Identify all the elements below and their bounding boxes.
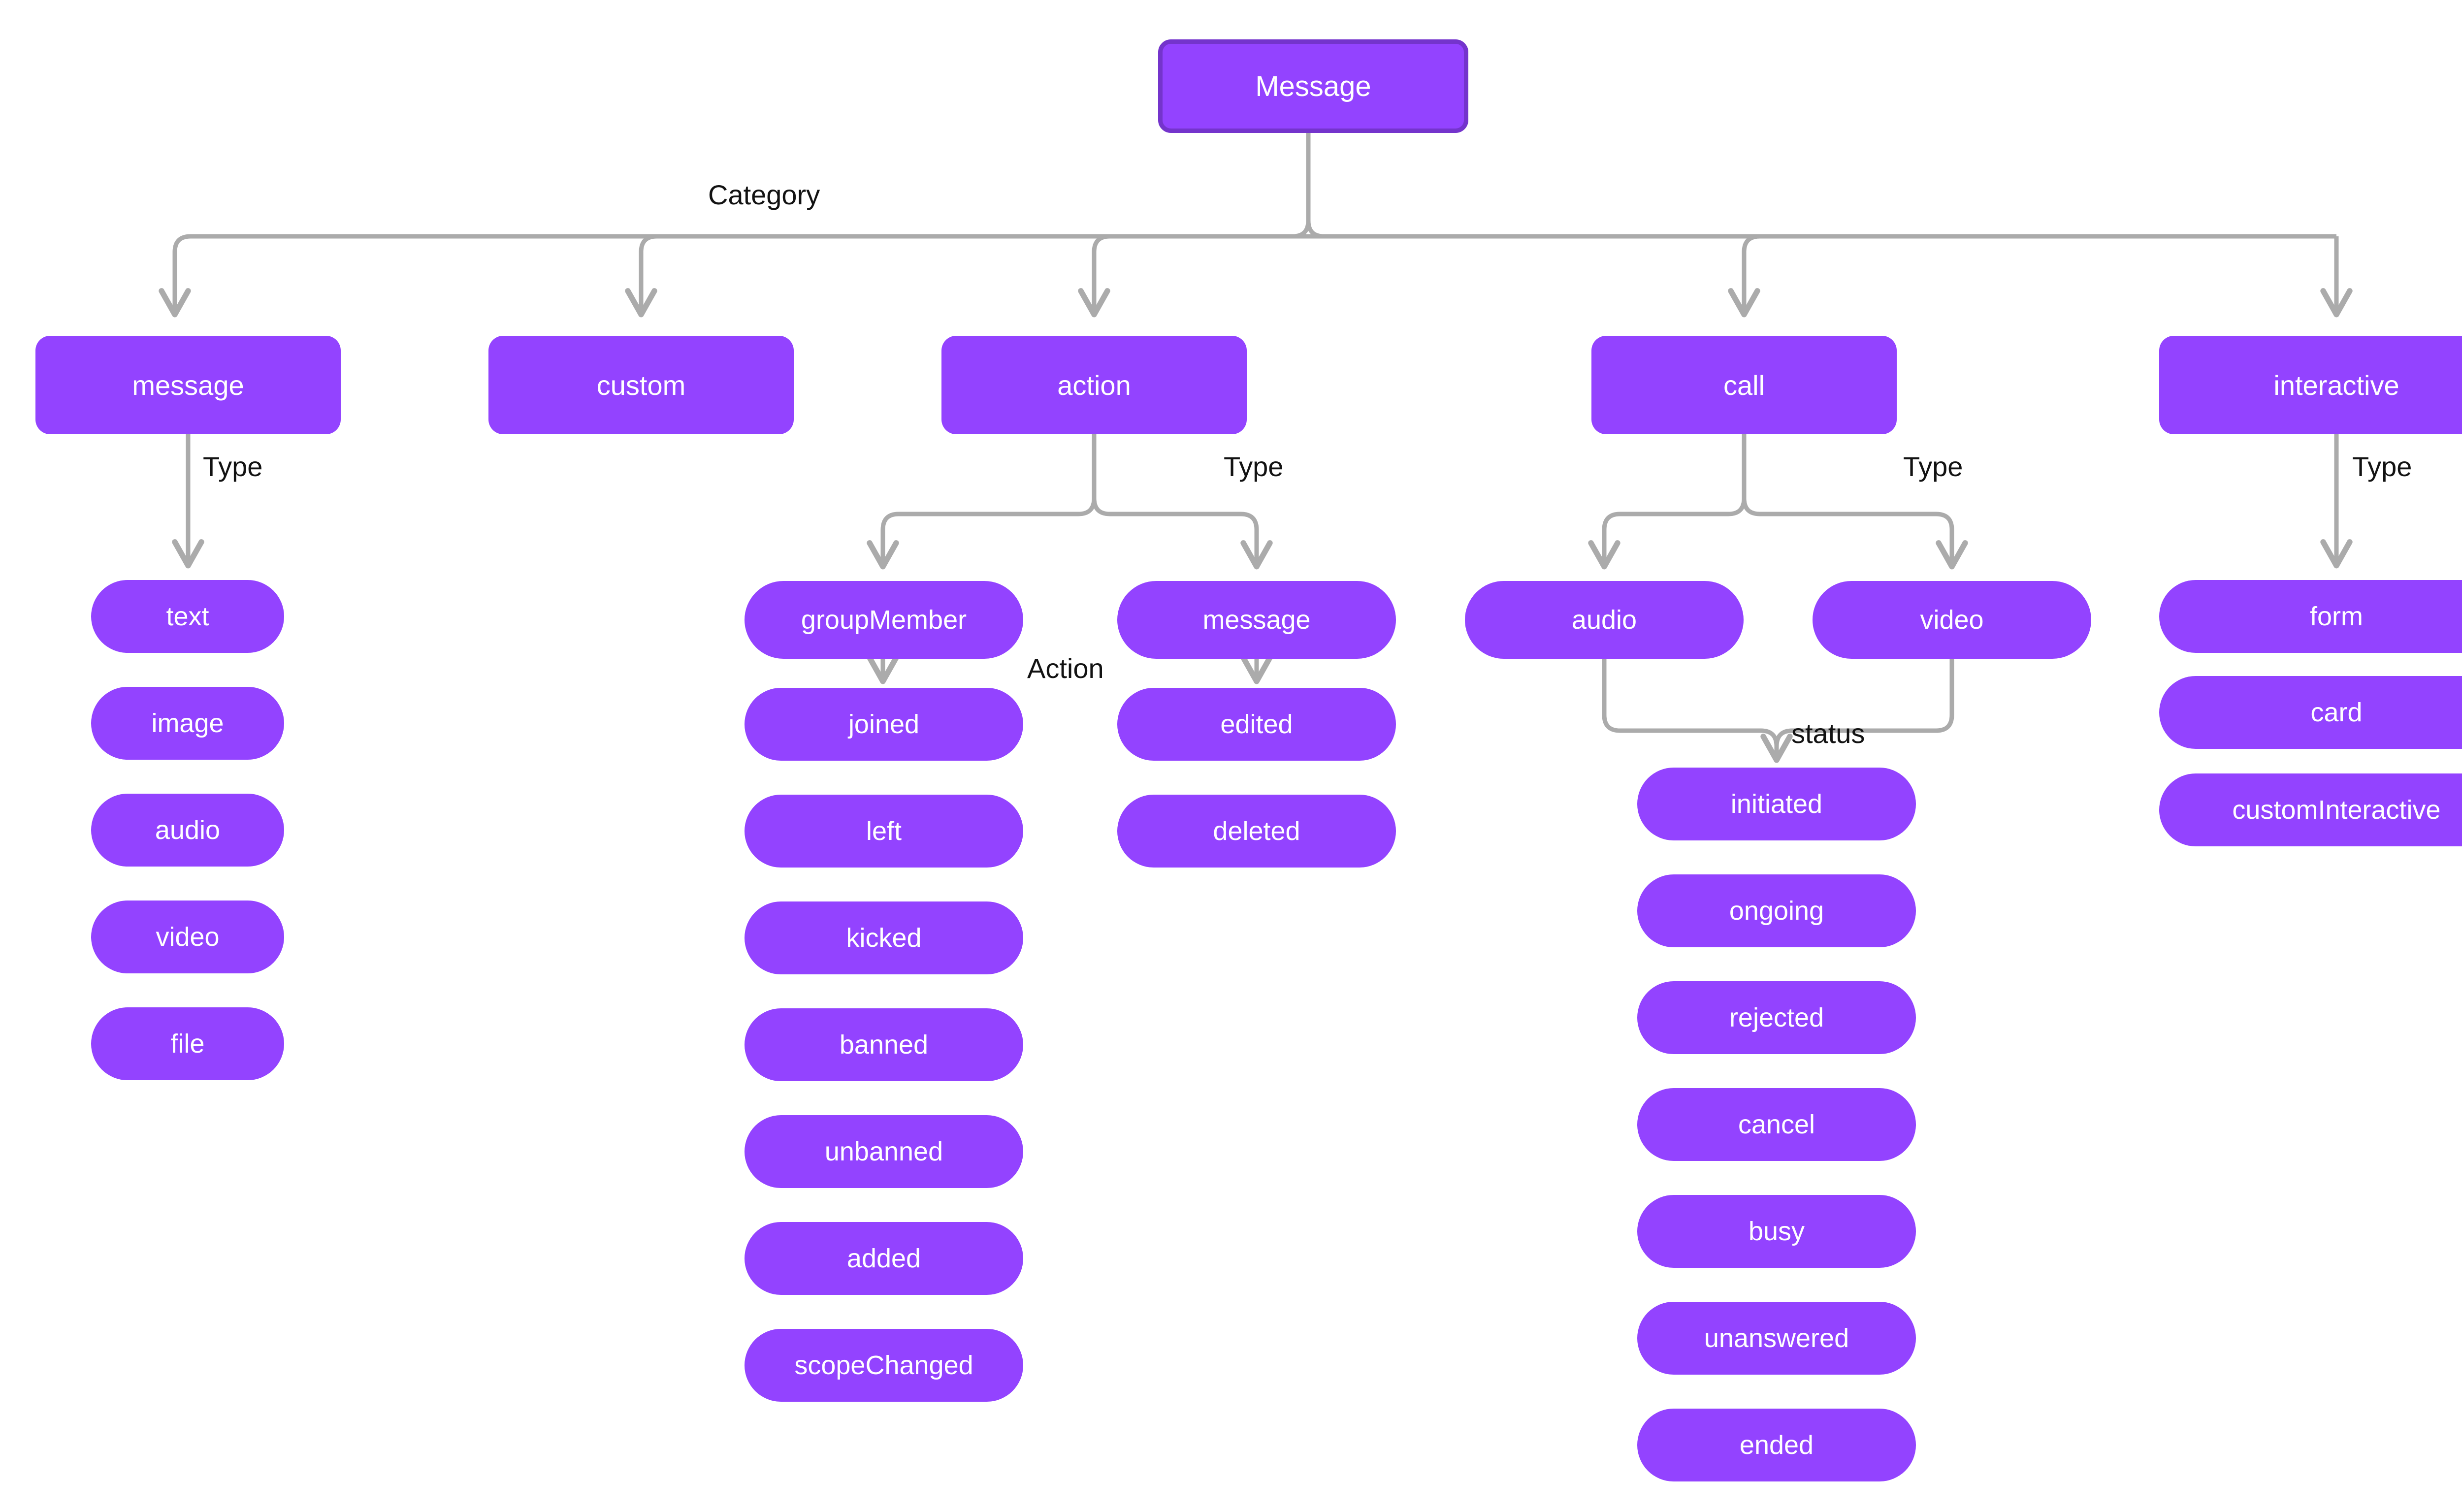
node-call-status-cancel[interactable]: cancel [1637,1088,1916,1161]
node-label: unanswered [1704,1323,1849,1353]
node-group-action-kicked[interactable]: kicked [745,901,1023,974]
node-label: cancel [1738,1110,1815,1139]
node-label: form [2310,602,2363,631]
node-group-action-scope-changed[interactable]: scopeChanged [745,1329,1023,1402]
node-label: ongoing [1729,896,1824,926]
node-call-type-video[interactable]: video [1813,581,2091,659]
node-message-type-text[interactable]: text [91,580,284,653]
node-label: left [866,816,902,846]
node-call-type-audio[interactable]: audio [1465,581,1744,659]
node-call-status-rejected[interactable]: rejected [1637,981,1916,1054]
node-message-action-edited[interactable]: edited [1117,688,1396,761]
node-label: ended [1739,1430,1814,1460]
edge-label-category: Category [708,179,820,210]
node-label: scopeChanged [794,1351,973,1380]
node-call-status-initiated[interactable]: initiated [1637,768,1916,840]
node-root-message[interactable]: Message [1158,39,1468,133]
node-call-status-unanswered[interactable]: unanswered [1637,1302,1916,1375]
node-category-message[interactable]: message [35,336,341,434]
node-interactive-type-form[interactable]: form [2159,580,2462,653]
node-message-type-video[interactable]: video [91,901,284,973]
node-label: audio [1571,605,1637,635]
node-label: call [1723,369,1765,401]
node-category-custom[interactable]: custom [488,336,794,434]
node-group-action-left[interactable]: left [745,795,1023,868]
edge-label-type-call: Type [1903,451,1963,482]
node-label: unbanned [824,1137,943,1166]
node-label: groupMember [801,605,967,635]
node-group-action-added[interactable]: added [745,1222,1023,1295]
node-message-type-image[interactable]: image [91,687,284,760]
node-call-status-ended[interactable]: ended [1637,1409,1916,1481]
node-interactive-type-custom-interactive[interactable]: customInteractive [2159,773,2462,846]
node-category-interactive[interactable]: interactive [2159,336,2462,434]
node-label: initiated [1730,789,1823,819]
node-label: video [156,922,220,952]
node-label: rejected [1729,1003,1824,1032]
node-label: interactive [2273,369,2399,401]
node-label: message [1202,605,1311,635]
node-call-status-ongoing[interactable]: ongoing [1637,874,1916,947]
node-label: image [151,708,224,738]
node-action-type-message[interactable]: message [1117,581,1396,659]
edge-label-status: status [1791,718,1865,749]
node-category-call[interactable]: call [1591,336,1897,434]
node-label: card [2310,698,2363,727]
node-category-action[interactable]: action [941,336,1247,434]
node-group-action-joined[interactable]: joined [745,688,1023,761]
node-label: text [166,602,209,631]
node-label: Message [1255,70,1371,102]
node-group-action-unbanned[interactable]: unbanned [745,1115,1023,1188]
node-label: edited [1220,709,1293,739]
node-label: kicked [846,923,922,953]
node-message-action-deleted[interactable]: deleted [1117,795,1396,868]
edge-label-type-action: Type [1224,451,1284,482]
node-call-status-busy[interactable]: busy [1637,1195,1916,1268]
edge-label-action: Action [1027,653,1104,684]
node-action-type-group-member[interactable]: groupMember [745,581,1023,659]
edge-label-type-message: Type [203,451,263,482]
node-label: busy [1748,1217,1805,1246]
node-group-action-banned[interactable]: banned [745,1008,1023,1081]
node-label: joined [848,709,920,739]
node-message-type-audio[interactable]: audio [91,794,284,867]
node-interactive-type-card[interactable]: card [2159,676,2462,749]
node-label: file [170,1029,205,1059]
node-label: audio [155,815,221,845]
node-label: custom [596,369,686,401]
node-label: action [1057,369,1131,401]
node-label: added [846,1244,921,1273]
edge-label-type-interactive: Type [2352,451,2412,482]
node-message-type-file[interactable]: file [91,1007,284,1080]
node-label: message [132,369,244,401]
node-label: customInteractive [2232,795,2441,825]
node-label: deleted [1213,816,1300,846]
node-label: video [1920,605,1984,635]
node-label: banned [839,1030,929,1060]
